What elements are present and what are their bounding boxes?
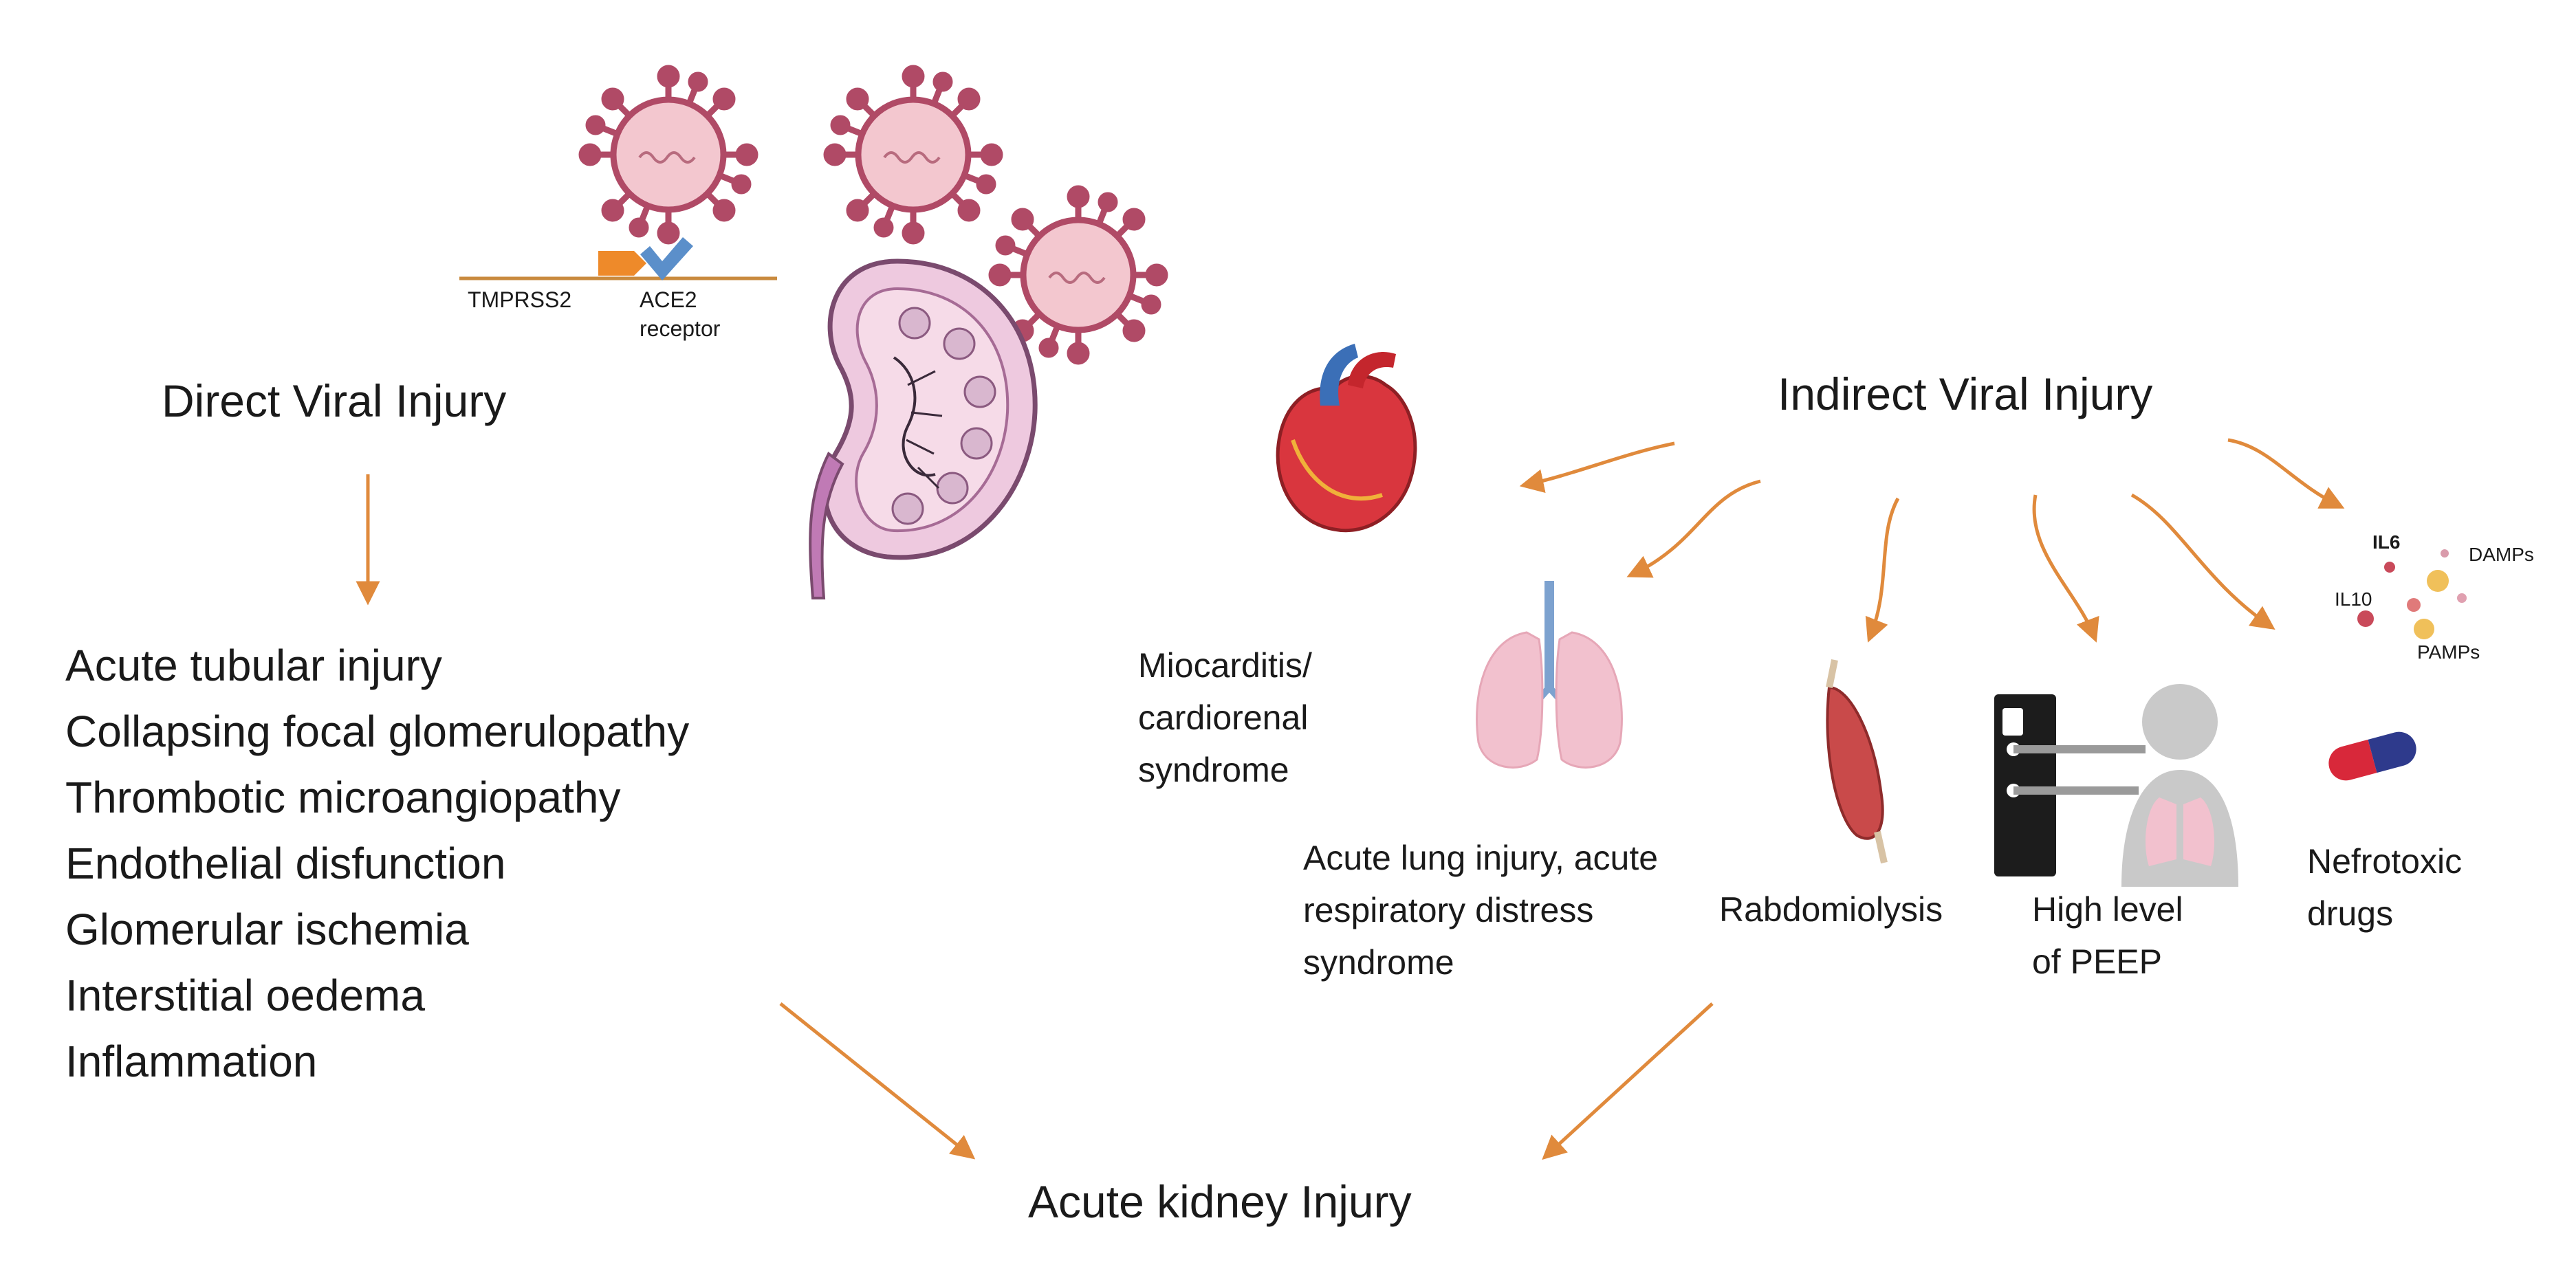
effect-item: Interstitial oedema — [65, 971, 425, 1020]
tmprss2-icon — [598, 251, 646, 276]
cause-line: of PEEP — [2032, 942, 2162, 981]
arrow-to-peep — [2032, 494, 2099, 643]
effect-item: Endothelial disfunction — [65, 839, 506, 888]
receptor-label: receptor — [640, 316, 721, 341]
arrow-direct-to-aki — [779, 1002, 976, 1160]
effect-item: Glomerular ischemia — [65, 905, 469, 954]
heart-cause-label: Miocarditis/ cardiorenal syndrome — [1138, 639, 1312, 796]
direct-viral-injury-title: Direct Viral Injury — [162, 375, 507, 426]
cause-line: syndrome — [1138, 751, 1289, 789]
damps-label: DAMPs — [2469, 544, 2534, 565]
muscle-icon — [1826, 659, 1888, 864]
il10-label: IL10 — [2335, 588, 2372, 610]
virus-icon — [582, 68, 755, 241]
muscle-cause-label: Rabdomiolysis — [1719, 883, 1943, 936]
cause-line: syndrome — [1303, 943, 1454, 982]
lungs-icon — [1476, 581, 1623, 769]
cause-line: respiratory distress — [1303, 891, 1594, 929]
tmprss2-label: TMPRSS2 — [468, 287, 572, 312]
pill-icon — [2328, 731, 2416, 781]
drugs-cause-label: Nefrotoxic drugs — [2307, 835, 2462, 940]
effect-item: Inflammation — [65, 1037, 318, 1086]
ventilator-icon — [1994, 684, 2238, 887]
arrow-to-heart — [1519, 441, 1675, 493]
arrow-indirect-to-aki — [1542, 1002, 1714, 1160]
arrow-to-muscle — [1865, 497, 1900, 643]
effect-item: Acute tubular injury — [65, 641, 442, 690]
direct-effects-list: Acute tubular injury Collapsing focal gl… — [65, 632, 689, 1094]
ace2-label: ACE2 — [640, 287, 697, 312]
cause-line: drugs — [2307, 894, 2394, 933]
cytokines-icon — [2357, 549, 2467, 639]
acute-kidney-injury-title: Acute kidney Injury — [1028, 1176, 1412, 1227]
peep-cause-label: High level of PEEP — [2032, 883, 2183, 988]
cause-line: Nefrotoxic — [2307, 842, 2463, 881]
indirect-viral-injury-title: Indirect Viral Injury — [1778, 368, 2153, 419]
pamps-label: PAMPs — [2417, 641, 2480, 663]
arrow-to-drugs — [2130, 493, 2275, 630]
cause-line: High level — [2032, 890, 2183, 929]
virus-icon — [827, 68, 1000, 241]
arrow-to-lungs — [1626, 479, 1761, 578]
cause-line: cardiorenal — [1138, 698, 1309, 737]
lung-cause-label: Acute lung injury, acute respiratory dis… — [1303, 832, 1658, 989]
cause-line: Miocarditis/ — [1138, 646, 1312, 685]
il6-label: IL6 — [2372, 531, 2401, 553]
arrow-to-cytokines — [2227, 438, 2345, 509]
ace2-receptor-icon — [640, 237, 693, 280]
heart-icon — [1276, 344, 1417, 533]
cause-line: Acute lung injury, acute — [1303, 839, 1659, 877]
effect-item: Collapsing focal glomerulopathy — [65, 707, 690, 756]
cause-line: Rabdomiolysis — [1719, 890, 1943, 929]
arrows — [356, 438, 2345, 1160]
effect-item: Thrombotic microangiopathy — [65, 773, 621, 822]
cell-membrane-icon — [459, 237, 777, 280]
kidney-icon — [809, 258, 1038, 599]
